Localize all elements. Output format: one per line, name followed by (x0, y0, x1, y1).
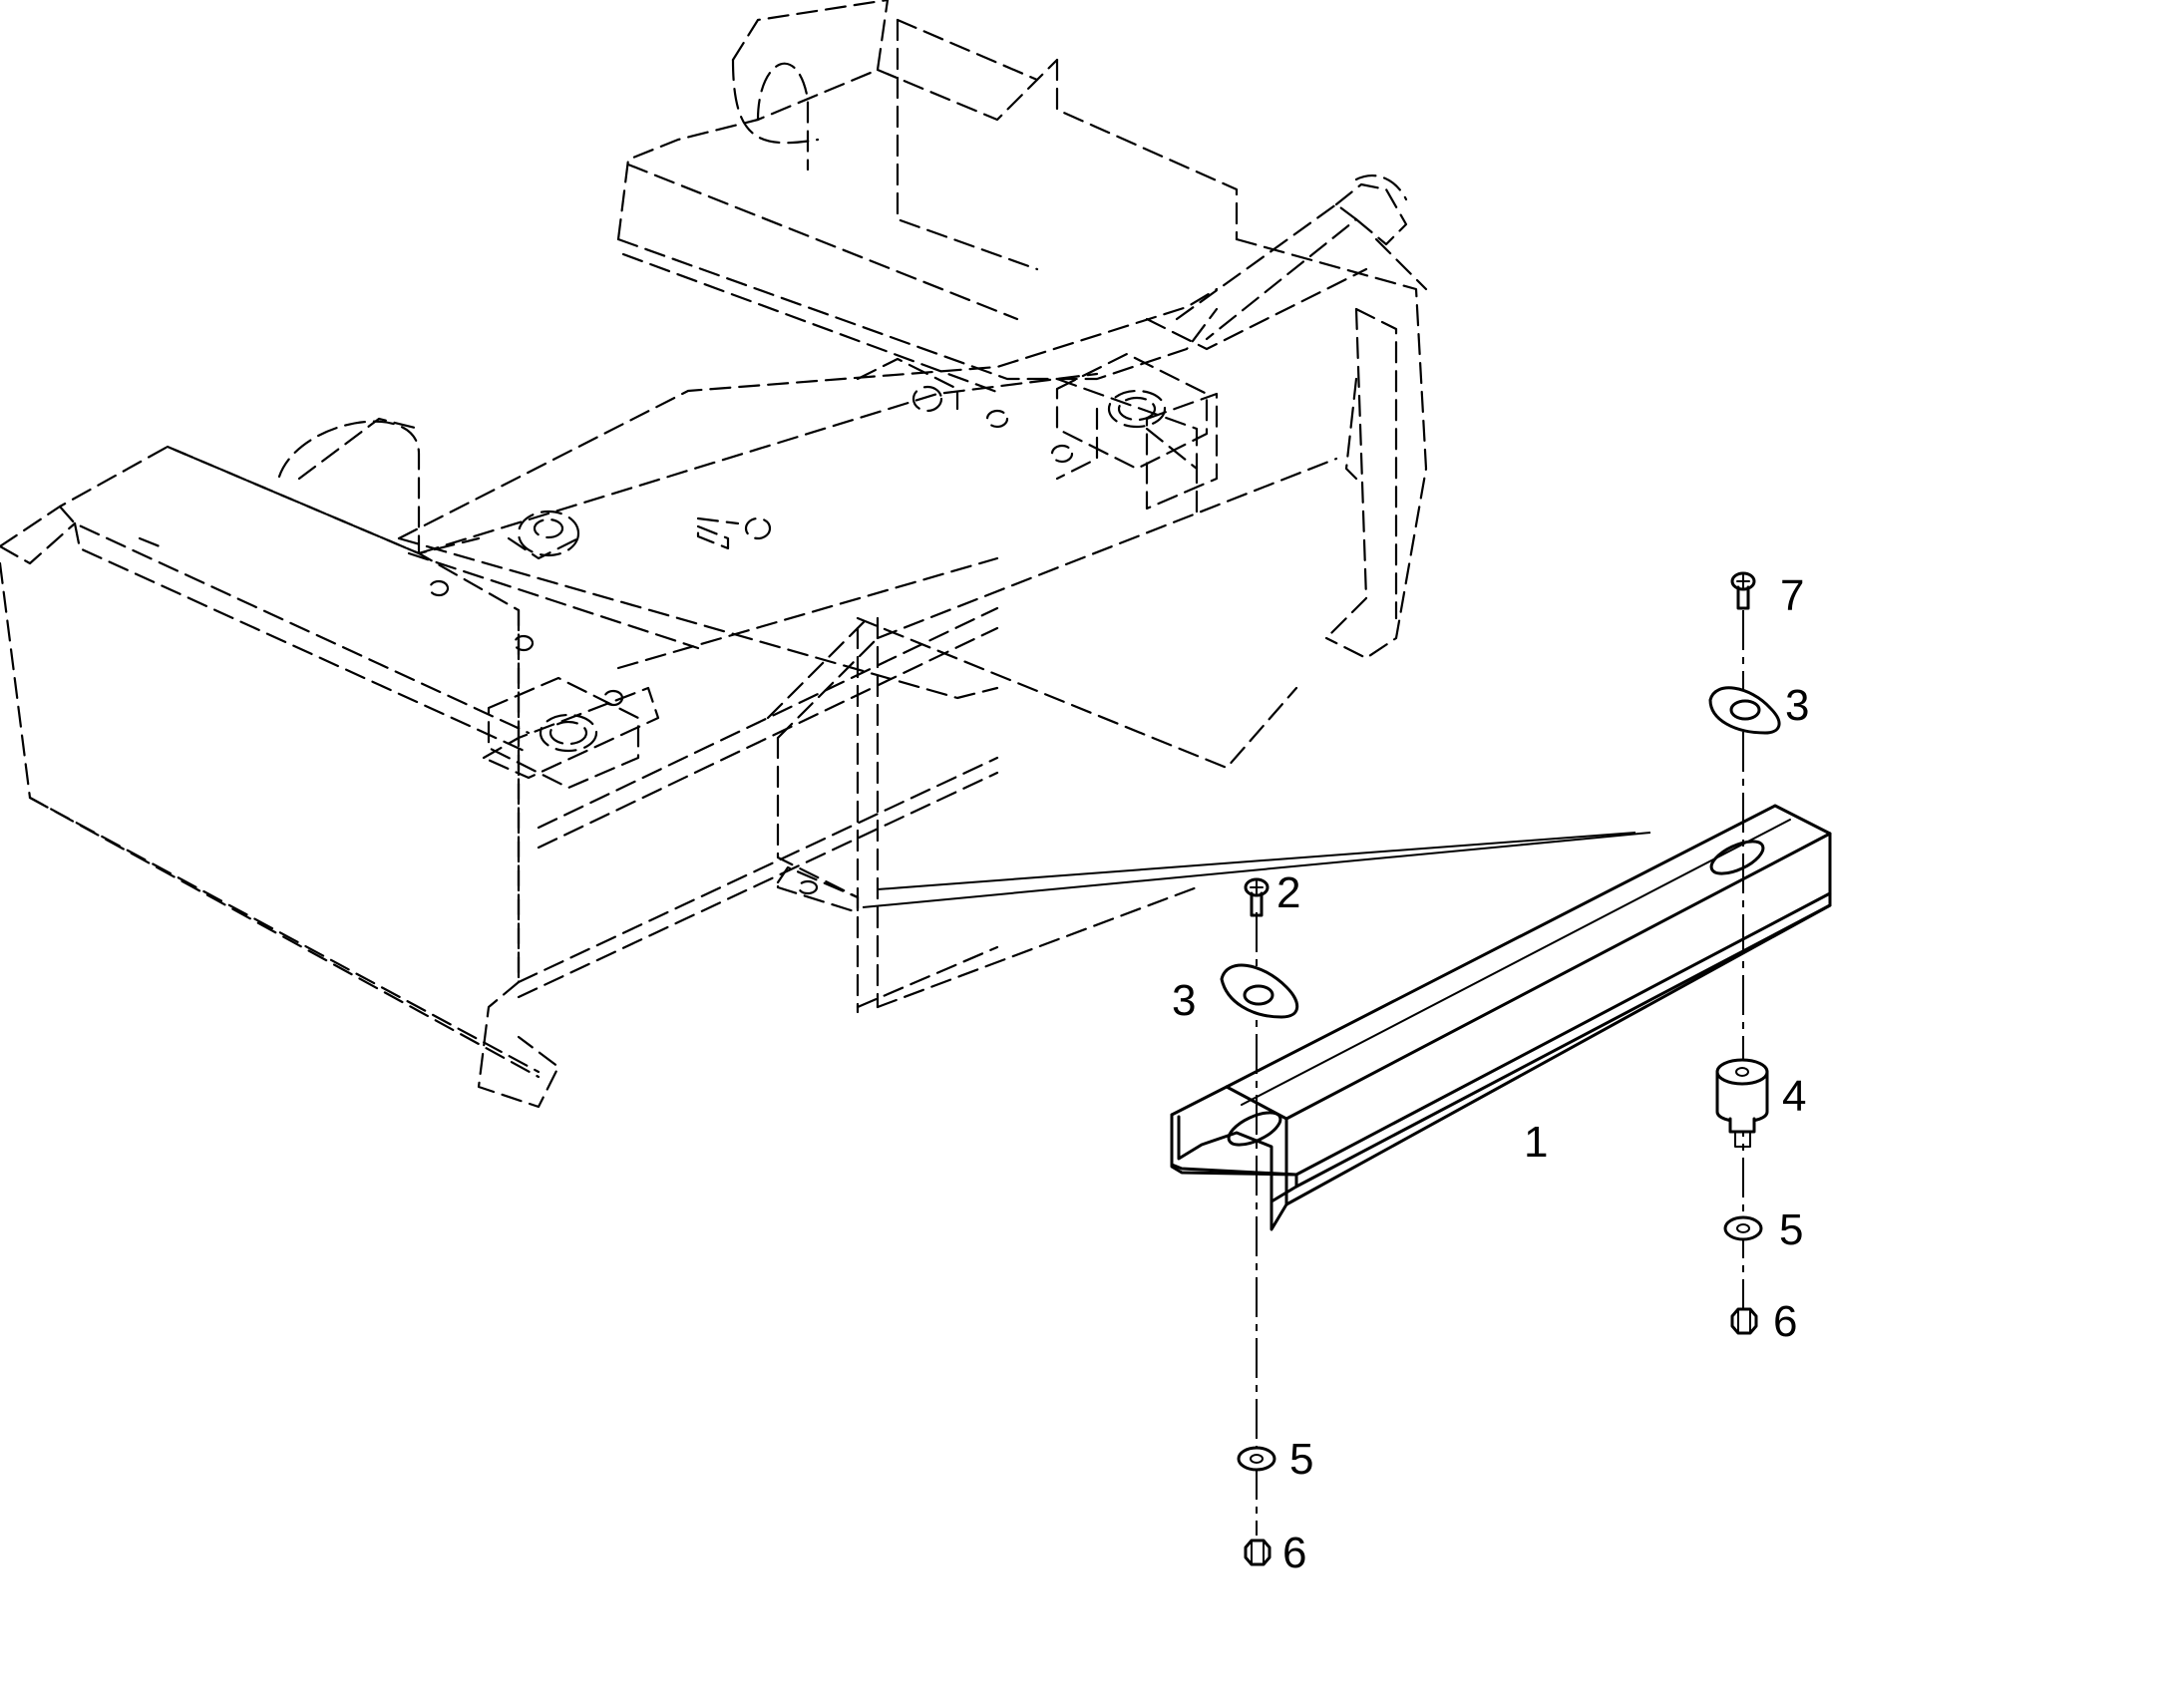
callout-5-left: 5 (1289, 1435, 1313, 1484)
callout-6-right: 6 (1773, 1297, 1797, 1346)
callout-2: 2 (1276, 868, 1300, 917)
nut-part-6-right (1730, 1307, 1758, 1335)
washer-part-5-right (1723, 1215, 1763, 1241)
leader-lines (862, 832, 1651, 908)
cup-washer-part-3-right (1708, 686, 1781, 735)
callout-5-right: 5 (1779, 1205, 1803, 1254)
callout-6-left: 6 (1282, 1529, 1306, 1577)
mounting-plate-left (487, 676, 640, 790)
screw-part-2 (1244, 877, 1270, 917)
callout-4: 4 (1782, 1072, 1806, 1121)
screw-part-7 (1730, 571, 1756, 610)
deck-hardware-phantom (428, 357, 1074, 707)
washer-part-5-left (1237, 1446, 1276, 1472)
callout-7: 7 (1780, 571, 1804, 620)
frame-bracket-tab (776, 865, 860, 914)
channel-bracket-part (1170, 804, 1832, 1231)
nut-part-6-left (1244, 1538, 1272, 1566)
mounting-plate-right (1055, 352, 1209, 471)
callout-3-left: 3 (1172, 976, 1196, 1025)
cup-washer-part-3-left (1220, 963, 1299, 1019)
phantom-frame-assembly (0, 0, 1428, 1109)
right-seat-box-phantom (616, 0, 1428, 660)
callout-3-right: 3 (1785, 681, 1809, 730)
callout-1: 1 (1524, 1118, 1548, 1167)
spacer-part-4 (1715, 1058, 1769, 1148)
center-deck-phantom (397, 287, 1338, 1014)
left-box-phantom (0, 417, 999, 1109)
callout-labels: 1 2 3 3 4 5 5 6 6 7 (1172, 571, 1809, 1577)
shift-lever-phantom (1175, 174, 1428, 341)
